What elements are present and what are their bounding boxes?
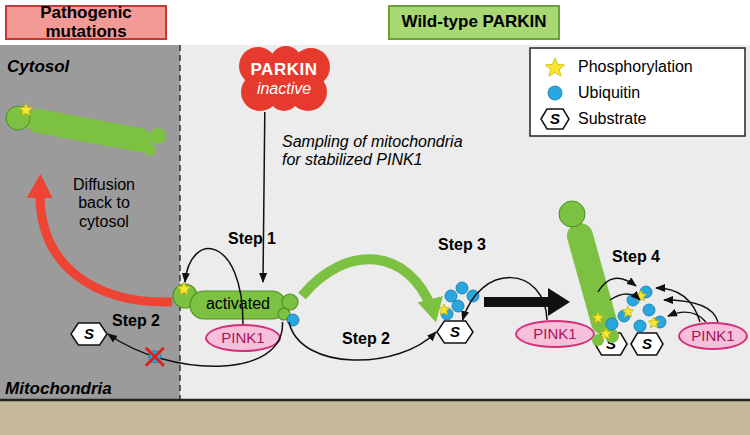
ubiquitin-dot	[640, 286, 652, 298]
blob-body	[248, 58, 320, 100]
mutant-parkin-head	[6, 106, 30, 130]
hexagon-outline	[631, 333, 663, 355]
connector	[289, 322, 436, 360]
annotation: Diffusion back to cytosol	[58, 176, 150, 231]
legend-text: Substrate	[578, 107, 646, 131]
divider-line	[179, 45, 181, 400]
phosphorylation-star	[438, 304, 449, 315]
hexagon-outline	[437, 321, 473, 343]
transition-arrow	[484, 288, 570, 316]
node-text: PINK1	[221, 330, 264, 347]
node-text: S	[606, 336, 616, 353]
ubiquitin-dot	[467, 290, 479, 302]
connector	[263, 112, 265, 282]
node-text: inactive	[257, 80, 311, 98]
legend-hexagon	[541, 109, 569, 129]
legend-text: Phosphorylation	[578, 55, 693, 79]
mitochondria-band	[0, 400, 750, 435]
region-label: Mitochondria	[5, 379, 112, 399]
step-label: Step 4	[612, 248, 660, 266]
mutant-parkin-lobe	[144, 144, 156, 156]
ubiquitin-dot	[634, 320, 646, 332]
membrane-line	[0, 399, 750, 402]
phosphorylation-arrow	[610, 294, 640, 300]
legend-swatch	[540, 55, 570, 79]
kinase-oval: PINK1	[515, 320, 595, 348]
legend-box	[530, 48, 745, 136]
phosphorylation-arrow	[668, 312, 706, 322]
substrate-hexagon: S	[630, 332, 664, 356]
hexagon-outline	[595, 333, 627, 355]
protein-lobe	[278, 308, 290, 320]
edge-label: Step 2	[112, 312, 160, 330]
node-text: S	[642, 336, 652, 353]
ubiquitin-dot	[149, 351, 161, 363]
node-text: activated	[206, 295, 270, 313]
phosphorylation-star	[622, 306, 633, 317]
protein-shape: activated	[172, 282, 302, 322]
block-cross	[146, 348, 164, 366]
phosphorylation-star	[592, 312, 603, 323]
phosphorylation-arrow	[656, 288, 700, 322]
ubiquitin-dot	[445, 290, 457, 302]
ubiquitin-dot	[452, 300, 464, 312]
node-text: Wild-type PARKIN	[402, 13, 547, 32]
legend-swatch	[540, 81, 570, 105]
protein-body	[190, 291, 286, 319]
cytosol-region	[180, 45, 750, 400]
mutant-region	[0, 45, 180, 400]
parkin-body	[580, 236, 604, 322]
phosphorylation-star	[648, 317, 659, 328]
flow-arrow	[302, 259, 436, 322]
blob-outline	[236, 46, 332, 112]
node-text: Pathogenic mutations	[7, 4, 165, 41]
substrate-hexagon: S	[70, 322, 108, 346]
phosphorylation-arrow	[598, 278, 636, 292]
ubiquitin-dot	[654, 316, 666, 328]
legend-sample-text: S	[540, 107, 570, 131]
edge-label: Sampling of mitochondria for stabilized …	[282, 133, 482, 170]
protein-blob: PARKINinactive	[236, 46, 332, 112]
ubiquitin-dot	[606, 318, 618, 330]
substrate-hexagon: S	[436, 320, 474, 344]
phosphorylation-star	[19, 103, 32, 116]
legend-dot	[548, 86, 562, 100]
block-cross	[146, 348, 164, 366]
node-text: S	[450, 324, 460, 341]
legend-star	[546, 58, 565, 76]
node-text: PARKIN	[251, 61, 318, 80]
region-label: Cytosol	[7, 57, 69, 77]
node-text: PINK1	[533, 326, 576, 343]
edge-label: Step 2	[342, 330, 390, 348]
header-box: Pathogenic mutations	[5, 5, 167, 40]
ubiquitin-dot	[456, 282, 468, 294]
legend-text: Ubiquitin	[578, 81, 640, 105]
parkin-head	[559, 201, 585, 227]
phosphorylation-star	[635, 290, 646, 301]
edge-label: Step 1	[228, 230, 276, 248]
connector	[463, 278, 547, 320]
ubiquitin-dot	[643, 304, 655, 316]
node-text: PINK1	[691, 328, 734, 345]
mutant-parkin-body	[38, 121, 140, 140]
mutant-parkin-lobe	[150, 128, 166, 144]
hexagon-outline	[71, 323, 107, 345]
ubiquitin-dot	[618, 310, 630, 322]
kinase-oval: PINK1	[205, 324, 281, 352]
edge-label: Step 3	[438, 236, 486, 254]
phosphorylation-arrow	[664, 300, 718, 322]
ubiquitin-dot	[627, 294, 639, 306]
substrate-hexagon: S	[594, 332, 628, 356]
node-text: S	[84, 326, 94, 343]
ubiquitin-dot	[441, 308, 453, 320]
kinase-oval: PINK1	[678, 322, 748, 350]
header-box: Wild-type PARKIN	[388, 5, 560, 40]
